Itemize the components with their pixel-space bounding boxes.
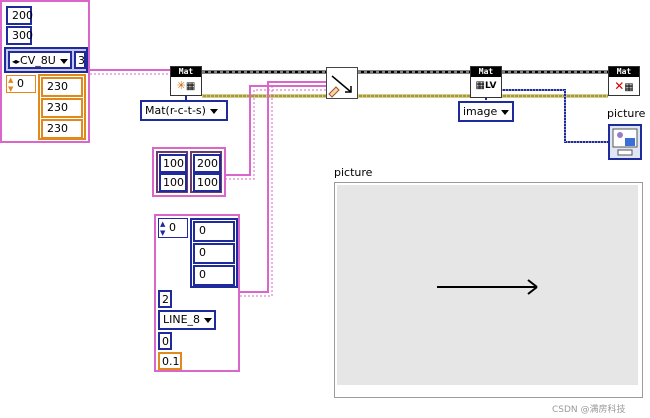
picture-icon <box>612 128 638 156</box>
type-ring[interactable]: ◂▸CV_8U <box>8 51 72 69</box>
watermark: CSDN @满房科技 <box>552 405 626 415</box>
thickness-numeric[interactable]: 2 <box>158 290 172 308</box>
cols-numeric[interactable]: 300 <box>6 26 33 45</box>
close-mat-vi[interactable]: Mat ✕▦ <box>608 66 640 96</box>
chevron-down-icon[interactable] <box>59 58 68 64</box>
pt2-y-numeric[interactable]: 100 <box>193 173 221 192</box>
ring-incdec-icon[interactable]: ◂▸ <box>12 57 21 66</box>
line-type-ring[interactable]: LINE_8 <box>158 310 216 330</box>
scalar-element-2[interactable]: 230 <box>41 119 83 139</box>
mat-param-cluster: 200 300 ◂▸CV_8U 3 ▲▼ 0 230 230 230 <box>0 0 90 143</box>
create-mat-vi[interactable]: Mat ✳▦ <box>170 66 202 96</box>
mat-to-lv-icon: ▦LV <box>475 80 497 91</box>
constructor-ring[interactable]: Mat(r-c-t-s) <box>140 100 228 121</box>
close-mat-header: Mat <box>609 67 639 77</box>
image-type-value: image <box>463 105 498 118</box>
array-index-value: 0 <box>17 77 24 90</box>
scalar-element-1[interactable]: 230 <box>41 98 83 118</box>
scalar-array-frame: 230 230 230 <box>38 74 86 140</box>
picture-canvas <box>337 185 638 385</box>
arrowed-line-vi[interactable] <box>326 67 358 99</box>
tip-length-numeric[interactable]: 0.1 <box>158 352 182 370</box>
array-index-control[interactable]: ▲▼ 0 <box>6 75 36 93</box>
scalar-element-0[interactable]: 230 <box>41 77 83 97</box>
draw-params-cluster: ▲▼ 0 0 0 0 2 LINE_8 0 0.1 <box>154 214 240 372</box>
channels-numeric[interactable]: 3 <box>74 51 86 69</box>
wire-picture <box>502 89 608 143</box>
index-incdec-icon[interactable]: ▲▼ <box>160 220 166 237</box>
pt2-x-numeric[interactable]: 200 <box>193 154 221 173</box>
image-type-ring[interactable]: image <box>458 101 514 122</box>
constructor-icon: ✳▦ <box>176 79 196 92</box>
color-element-1[interactable]: 0 <box>193 243 235 264</box>
arrowed-line-icon <box>328 75 352 98</box>
mat-to-lv-header: Mat <box>471 67 501 77</box>
picture-indicator[interactable] <box>334 182 643 398</box>
color-element-0[interactable]: 0 <box>193 221 235 242</box>
color-array-index[interactable]: ▲▼ 0 <box>158 218 188 238</box>
picture-terminal-label: picture <box>607 107 646 120</box>
mat-to-lv-vi[interactable]: Mat ▦LV <box>470 66 502 98</box>
arrow-drawing <box>437 279 538 295</box>
point2-cluster: 200 100 <box>190 151 222 193</box>
type-ring-value: CV_8U <box>20 54 56 67</box>
color-element-2[interactable]: 0 <box>193 265 235 286</box>
pt1-x-numeric[interactable]: 100 <box>159 154 187 173</box>
picture-terminal[interactable] <box>608 124 642 160</box>
wire-params <box>240 81 326 293</box>
picture-indicator-label: picture <box>334 166 373 179</box>
points-cluster: 100 100 200 100 <box>152 147 226 197</box>
chevron-down-icon[interactable] <box>204 317 213 323</box>
shift-numeric[interactable]: 0 <box>158 332 172 350</box>
color-array-frame: 0 0 0 <box>190 218 238 288</box>
line-type-value: LINE_8 <box>163 313 201 326</box>
chevron-down-icon[interactable] <box>501 109 510 115</box>
close-mat-icon: ✕▦ <box>614 79 634 93</box>
index-incdec-icon[interactable]: ▲▼ <box>8 76 14 93</box>
wire-points <box>225 85 326 176</box>
chevron-down-icon[interactable] <box>209 108 218 114</box>
create-mat-vi-header: Mat <box>171 67 201 77</box>
rows-numeric[interactable]: 200 <box>6 6 33 25</box>
constructor-ring-value: Mat(r-c-t-s) <box>145 104 206 117</box>
scalar-array: ▲▼ 0 230 230 230 <box>4 74 88 142</box>
type-channel-cluster: ◂▸CV_8U 3 <box>4 47 88 73</box>
color-array-index-value: 0 <box>169 221 176 234</box>
pt1-y-numeric[interactable]: 100 <box>159 173 187 192</box>
point1-cluster: 100 100 <box>156 151 188 193</box>
